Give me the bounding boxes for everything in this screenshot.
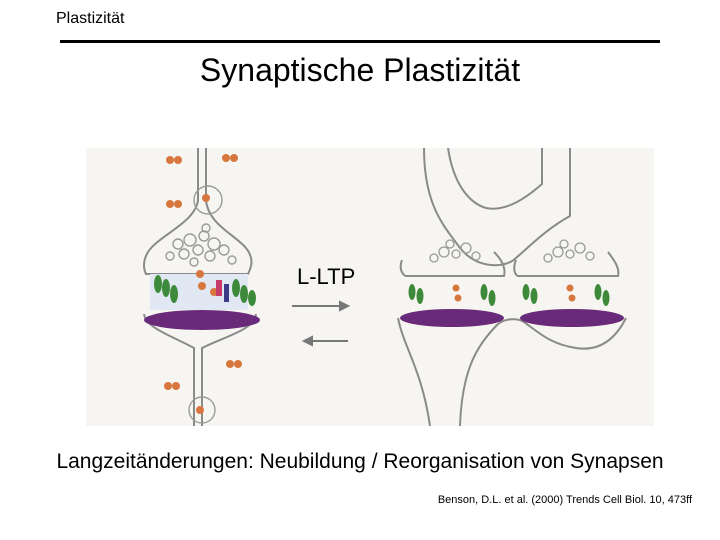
header-label: Plastizität — [56, 10, 124, 28]
ltp-label: L-LTP — [297, 264, 355, 290]
synapse-illustration — [86, 148, 654, 426]
split-synapses — [398, 148, 626, 426]
split-vesicles — [430, 240, 594, 262]
receptor-blue — [224, 284, 229, 302]
split-receptors-green — [409, 284, 610, 306]
postsynaptic-density — [144, 310, 260, 330]
ltp-arrows — [292, 302, 348, 345]
synapse-figure — [86, 148, 654, 426]
postsynaptic-density-right — [520, 309, 624, 327]
split-cargo-orange — [453, 285, 576, 302]
receptor-pink — [216, 280, 222, 296]
header-rule — [60, 40, 660, 43]
postsynaptic-density-left — [400, 309, 504, 327]
citation: Benson, D.L. et al. (2000) Trends Cell B… — [438, 494, 692, 506]
slide-caption: Langzeitänderungen: Neubildung / Reorgan… — [0, 450, 720, 474]
slide-title: Synaptische Plastizität — [0, 52, 720, 89]
